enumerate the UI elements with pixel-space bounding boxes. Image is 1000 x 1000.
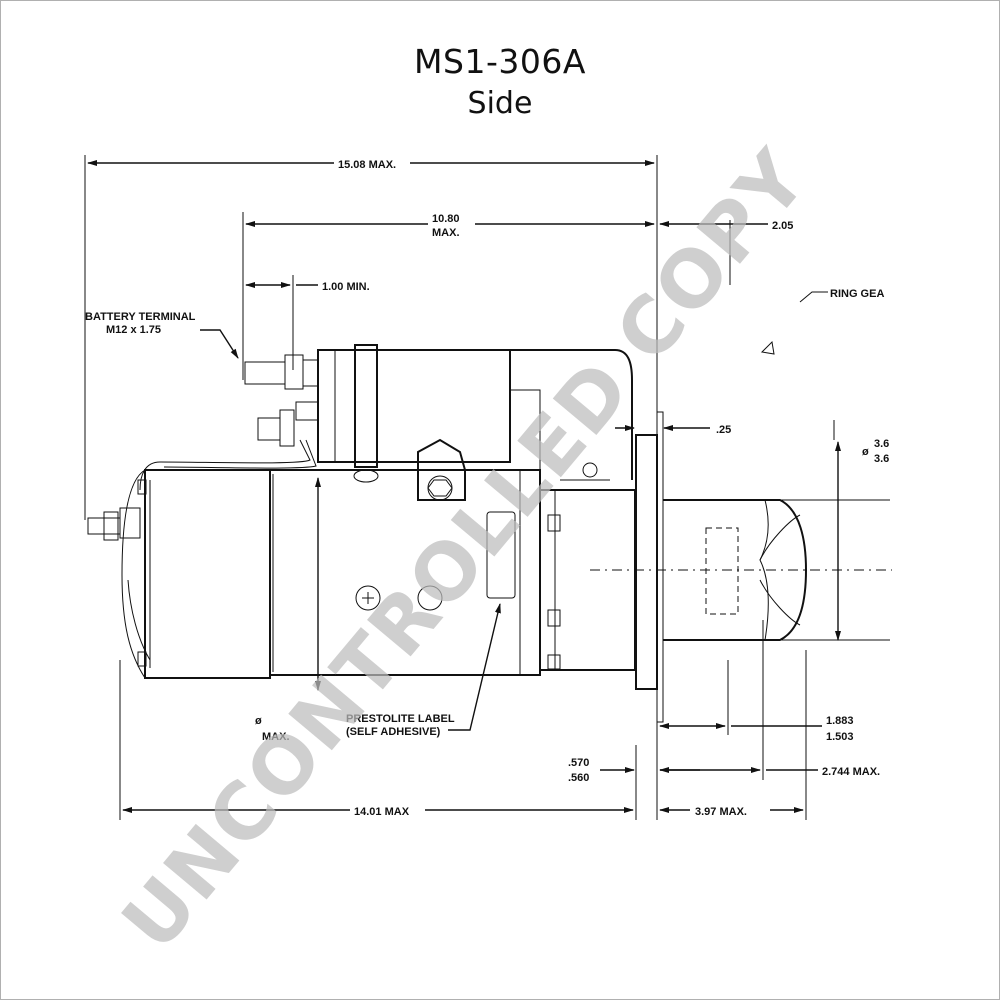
- ring-gear-label: RING GEA: [830, 288, 884, 300]
- self-adhesive-callout: (SELF ADHESIVE): [346, 726, 441, 738]
- leader-lines: [200, 291, 828, 731]
- starter-motor: [87, 344, 892, 723]
- prestolite-label-callout: PRESTOLITE LABEL: [346, 713, 455, 725]
- model-title: MS1-306A: [414, 42, 586, 81]
- dimension-labels: 15.08 MAX. 10.80 MAX. 1.00 MIN. 2.05 .25…: [85, 159, 889, 818]
- pilot-dim-label-2: 1.503: [826, 731, 854, 743]
- battery-terminal-label: BATTERY TERMINAL: [85, 311, 196, 323]
- overall-length-label: 15.08 MAX.: [338, 159, 396, 171]
- body-diameter-max-label: MAX.: [262, 731, 290, 743]
- right-top-dim-label: 2.05: [772, 220, 793, 232]
- pinion-diameter-symbol: ø: [862, 446, 869, 458]
- terminal-offset-label: 1.00 MIN.: [322, 281, 370, 293]
- pinion-diameter-label-1: 3.6: [874, 438, 889, 450]
- mount-dim-label-2: .560: [568, 772, 589, 784]
- gear-reach-label: 2.744 MAX.: [822, 766, 880, 778]
- solenoid-length-label: 10.80: [432, 213, 460, 225]
- mount-dim-label-1: .570: [568, 757, 589, 769]
- pilot-dim-label-1: 1.883: [826, 715, 854, 727]
- dimension-lines: [84, 155, 890, 820]
- body-length-label: 14.01 MAX: [354, 806, 410, 818]
- flange-thickness-label: .25: [716, 424, 731, 436]
- body-diameter-symbol: ø: [255, 715, 262, 727]
- view-title: Side: [467, 86, 533, 121]
- nose-length-label: 3.97 MAX.: [695, 806, 747, 818]
- uncontrolled-copy-watermark: UNCONTROLLED COPY: [106, 134, 826, 968]
- pinion-diameter-label-2: 3.6: [874, 453, 889, 465]
- battery-terminal-thread-label: M12 x 1.75: [106, 324, 161, 336]
- solenoid-length-max-label: MAX.: [432, 227, 460, 239]
